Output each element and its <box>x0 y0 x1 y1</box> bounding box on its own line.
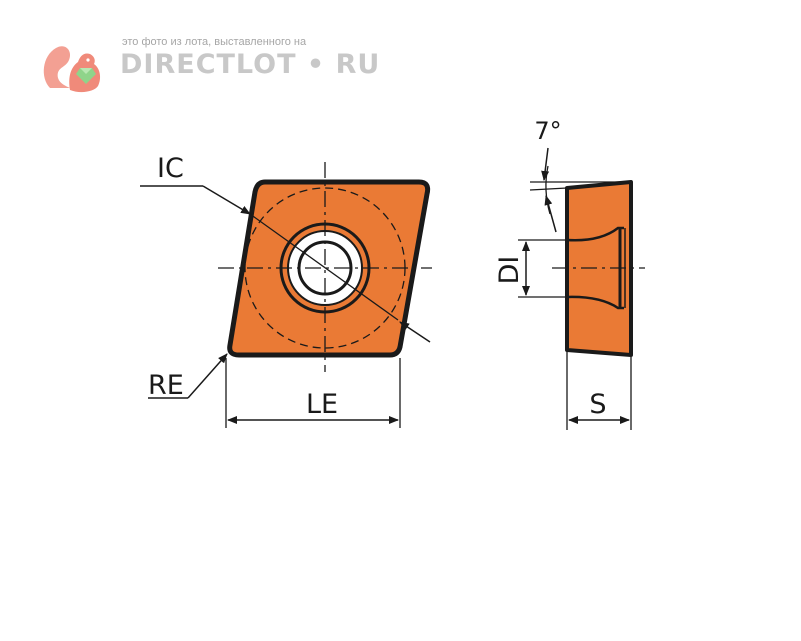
angle-arrow-bottom <box>544 195 557 233</box>
label-s: S <box>589 389 606 420</box>
label-re: RE <box>148 370 184 401</box>
insert-top-view: IC RE LE <box>140 153 432 428</box>
label-angle: 7° <box>534 117 561 145</box>
label-le: LE <box>306 389 338 420</box>
label-di: DI <box>494 256 525 285</box>
side-hole-bottom-curve <box>566 295 624 310</box>
angle-ref-line-2 <box>529 187 568 191</box>
angle-arc <box>545 165 551 215</box>
watermark-brand: DIRECTLOT • RU <box>120 49 381 80</box>
ic-dimension-line <box>202 185 251 215</box>
squirrel-logo-icon <box>43 46 101 93</box>
side-hole-top-curve <box>566 226 624 242</box>
label-ic: IC <box>157 153 184 184</box>
watermark: это фото из лота, выставленного на DIREC… <box>40 34 379 96</box>
ic-dimension-line-inner <box>249 213 399 321</box>
angle-arrow-top <box>541 147 550 181</box>
watermark-caption: это фото из лота, выставленного на <box>122 36 307 48</box>
insert-side-view: DI 7° S <box>494 117 645 430</box>
re-leader <box>187 353 228 399</box>
ic-dimension-arrow-end <box>399 321 431 343</box>
